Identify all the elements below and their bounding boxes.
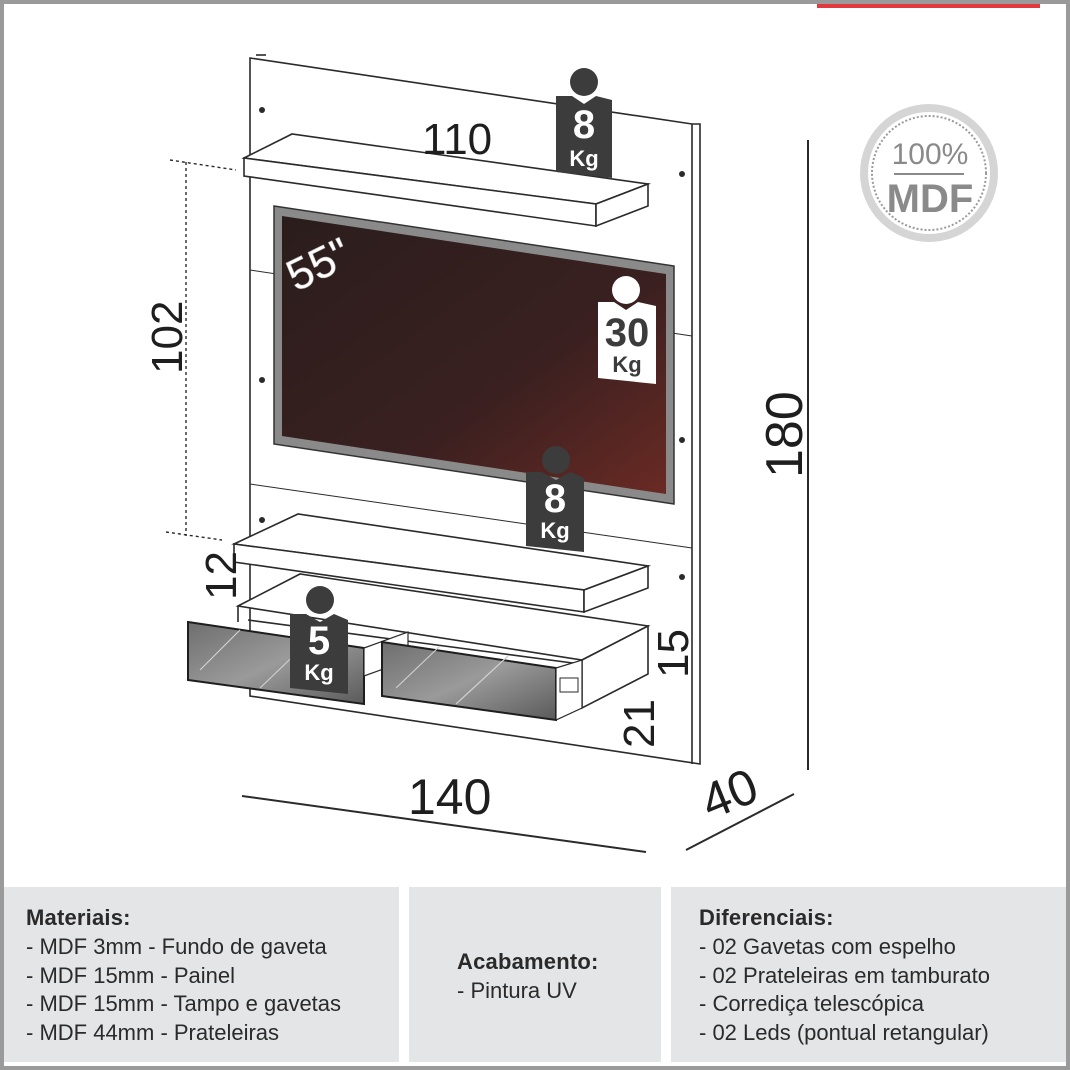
svg-text:5: 5 (308, 619, 330, 663)
info-section: Materiais: - MDF 3mm - Fundo de gaveta -… (4, 887, 1066, 1066)
svg-text:MDF: MDF (887, 177, 974, 221)
accent-line (817, 4, 1040, 8)
list-item: - MDF 15mm - Painel (26, 962, 236, 988)
weight-tag-top-shelf: 8 Kg (556, 68, 612, 178)
dimension-lines (165, 140, 809, 853)
middle-shelf (231, 513, 652, 614)
svg-text:Kg: Kg (540, 518, 569, 543)
list-item: - MDF 15mm - Tampo e gavetas (26, 991, 342, 1016)
top-shelf-width-label: 110 (422, 115, 492, 164)
svg-text:100%: 100% (892, 138, 969, 171)
list-item: - Pintura UV (457, 978, 577, 1003)
finish-title: Acabamento: (457, 949, 599, 974)
weight-tag-drawers: 5 Kg (290, 586, 348, 694)
svg-text:Kg: Kg (612, 352, 641, 377)
features-list: - 02 Gavetas com espelho - 02 Prateleira… (699, 933, 1044, 1047)
list-item: - Corrediça telescópica (699, 991, 924, 1016)
svg-text:8: 8 (544, 477, 566, 521)
drawer-console (235, 573, 651, 710)
svg-text:Kg: Kg (304, 660, 333, 685)
list-item: - MDF 3mm - Fundo de gaveta (26, 934, 327, 959)
mdf-badge: 100% MDF (860, 104, 998, 242)
depth-label: 40 (693, 757, 766, 830)
materials-panel: Materiais: - MDF 3mm - Fundo de gaveta -… (4, 887, 399, 1062)
materials-list: - MDF 3mm - Fundo de gaveta - MDF 15mm -… (26, 933, 377, 1047)
base-height-label: 21 (615, 699, 664, 748)
svg-text:Kg: Kg (569, 146, 598, 171)
weight-tag-tv: 30 Kg (598, 276, 656, 384)
tv (273, 205, 675, 505)
drawer-height-label: 15 (649, 629, 698, 678)
panel-screws (259, 107, 685, 580)
furniture-diagram: 110 102 180 12 15 21 140 40 55" 8 Kg 30 … (143, 54, 998, 853)
list-item: - 02 Gavetas com espelho (699, 934, 956, 959)
svg-text:30: 30 (605, 311, 650, 355)
tv-area-height-label: 102 (143, 301, 192, 374)
shelf-gap-label: 12 (197, 551, 246, 600)
total-height-label: 180 (756, 391, 814, 478)
finish-panel: Acabamento: - Pintura UV (409, 887, 661, 1062)
materials-title: Materiais: (26, 905, 131, 930)
list-item: - 02 Prateleiras em tamburato (699, 962, 991, 988)
svg-text:8: 8 (573, 103, 595, 147)
top-shelf (241, 133, 652, 228)
finish-list: - Pintura UV (457, 977, 639, 1006)
features-title: Diferenciais: (699, 905, 834, 930)
total-width-label: 140 (408, 769, 491, 825)
weight-tag-middle-shelf: 8 Kg (526, 446, 584, 552)
list-item: - 02 Leds (pontual retangular) (699, 1019, 989, 1045)
drawer-right (381, 640, 583, 722)
list-item: - MDF 44mm - Prateleiras (26, 1019, 280, 1045)
features-panel: Diferenciais: - 02 Gavetas com espelho -… (671, 887, 1066, 1062)
